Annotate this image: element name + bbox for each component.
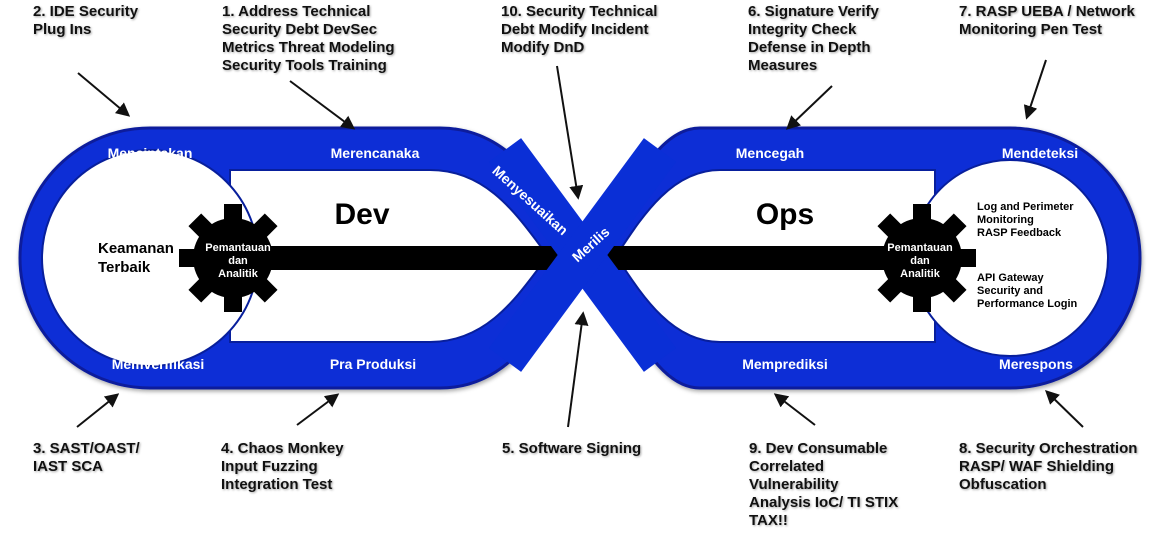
dev-label: Dev: [334, 198, 389, 231]
annotation-1-line: Metrics Threat Modeling: [222, 39, 395, 56]
arrow-1: [289, 80, 356, 130]
arrow-3: [76, 393, 120, 428]
stage-mencegah: Mencegah: [736, 145, 804, 161]
annotation-7-line: Monitoring Pen Test: [959, 21, 1103, 38]
ops-api-line-2: Security and: [977, 285, 1043, 297]
gear-left-label-1: Pemantauan: [205, 242, 271, 254]
stage-mendeteksi: Mendeteksi: [1002, 145, 1078, 161]
annotation-10-line: 10. Security Technical: [501, 3, 658, 20]
stage-merencanaka: Merencanaka: [331, 145, 420, 161]
annotation-5-line: 5. Software Signing: [502, 440, 642, 457]
annotation-9-line: Vulnerability: [749, 476, 839, 493]
annotation-4: 4. Chaos Monkey Input Fuzzing Integratio…: [221, 440, 344, 494]
gear-left-label-2: dan: [228, 255, 248, 267]
arrow-5: [567, 311, 589, 428]
annotation-8-line: RASP/ WAF Shielding: [959, 458, 1115, 475]
annotation-1-line: Security Debt DevSec: [222, 21, 378, 38]
annotation-2-line: 2. IDE Security: [33, 3, 139, 20]
annotation-10-line: Debt Modify Incident: [501, 21, 649, 38]
ops-api-line-1: API Gateway: [977, 272, 1045, 284]
annotation-4-line: Integration Test: [221, 476, 333, 493]
arrow-10: [556, 65, 584, 200]
keamanan-label-1: Keamanan: [98, 240, 174, 257]
annotation-6-line: Defense in Depth: [748, 39, 871, 56]
ops-log-line-2: Monitoring: [977, 214, 1034, 226]
annotation-9-line: TAX!!: [749, 512, 788, 529]
gear-right-icon: [868, 204, 976, 312]
arrow-2: [77, 72, 131, 117]
annotation-2: 2. IDE Security Plug Ins: [33, 3, 138, 39]
annotation-4-line: Input Fuzzing: [221, 458, 318, 475]
annotation-10: 10. Security Technical Debt Modify Incid…: [501, 3, 657, 57]
annotation-10-line: Modify DnD: [501, 39, 585, 56]
keamanan-label-2: Terbaik: [98, 259, 151, 276]
annotation-8-line: Obfuscation: [959, 476, 1047, 493]
annotation-4-line: 4. Chaos Monkey: [221, 440, 344, 457]
gear-right-label-2: dan: [910, 255, 930, 267]
annotation-5: 5. Software Signing: [502, 440, 641, 458]
annotation-3-line: IAST SCA: [33, 458, 104, 475]
arrow-7: [1023, 59, 1047, 120]
gear-right-label-3: Analitik: [900, 268, 941, 280]
gear-right-label-1: Pemantauan: [887, 242, 953, 254]
ops-log-line-1: Log and Perimeter: [977, 201, 1074, 213]
annotation-6-line: Integrity Check: [748, 21, 857, 38]
annotation-9-line: Correlated: [749, 458, 825, 475]
annotation-1-line: 1. Address Technical: [222, 3, 371, 20]
annotation-1-line: Security Tools Training: [222, 57, 387, 74]
ops-log-line-3: RASP Feedback: [977, 227, 1062, 239]
annotation-2-line: Plug Ins: [33, 21, 92, 38]
arrow-6: [785, 85, 833, 130]
ops-label: Ops: [756, 198, 814, 231]
ops-api-line-3: Performance Login: [977, 298, 1078, 310]
annotation-9: 9. Dev Consumable Correlated Vulnerabili…: [749, 440, 898, 530]
stage-pra-produksi: Pra Produksi: [330, 356, 416, 372]
annotation-7: 7. RASP UEBA / Network Monitoring Pen Te…: [959, 3, 1135, 39]
annotation-3: 3. SAST/OAST/ IAST SCA: [33, 440, 140, 476]
annotation-9-line: Analysis IoC/ TI STIX: [749, 494, 899, 511]
gear-left-icon: [179, 204, 287, 312]
arrow-8: [1044, 390, 1084, 428]
annotation-8: 8. Security Orchestration RASP/ WAF Shie…: [959, 440, 1137, 494]
gear-left-label-3: Analitik: [218, 268, 259, 280]
annotation-6-line: 6. Signature Verify: [748, 3, 879, 20]
stage-menciptakan: Menciptakan: [108, 145, 193, 161]
arrow-4: [296, 393, 340, 426]
stage-memprediksi: Memprediksi: [742, 356, 828, 372]
annotation-9-line: 9. Dev Consumable: [749, 440, 888, 457]
annotation-3-line: 3. SAST/OAST/: [33, 440, 140, 457]
crossing-strand-up: [488, 138, 677, 372]
annotation-6: 6. Signature Verify Integrity Check Defe…: [748, 3, 879, 75]
annotation-6-line: Measures: [748, 57, 818, 74]
annotation-8-line: 8. Security Orchestration: [959, 440, 1138, 457]
stage-merespons: Merespons: [999, 356, 1073, 372]
annotation-1: 1. Address Technical Security Debt DevSe…: [222, 3, 395, 75]
arrow-9: [773, 393, 816, 426]
annotation-7-line: 7. RASP UEBA / Network: [959, 3, 1135, 20]
stage-memverifikasi: Memverifikasi: [112, 356, 205, 372]
